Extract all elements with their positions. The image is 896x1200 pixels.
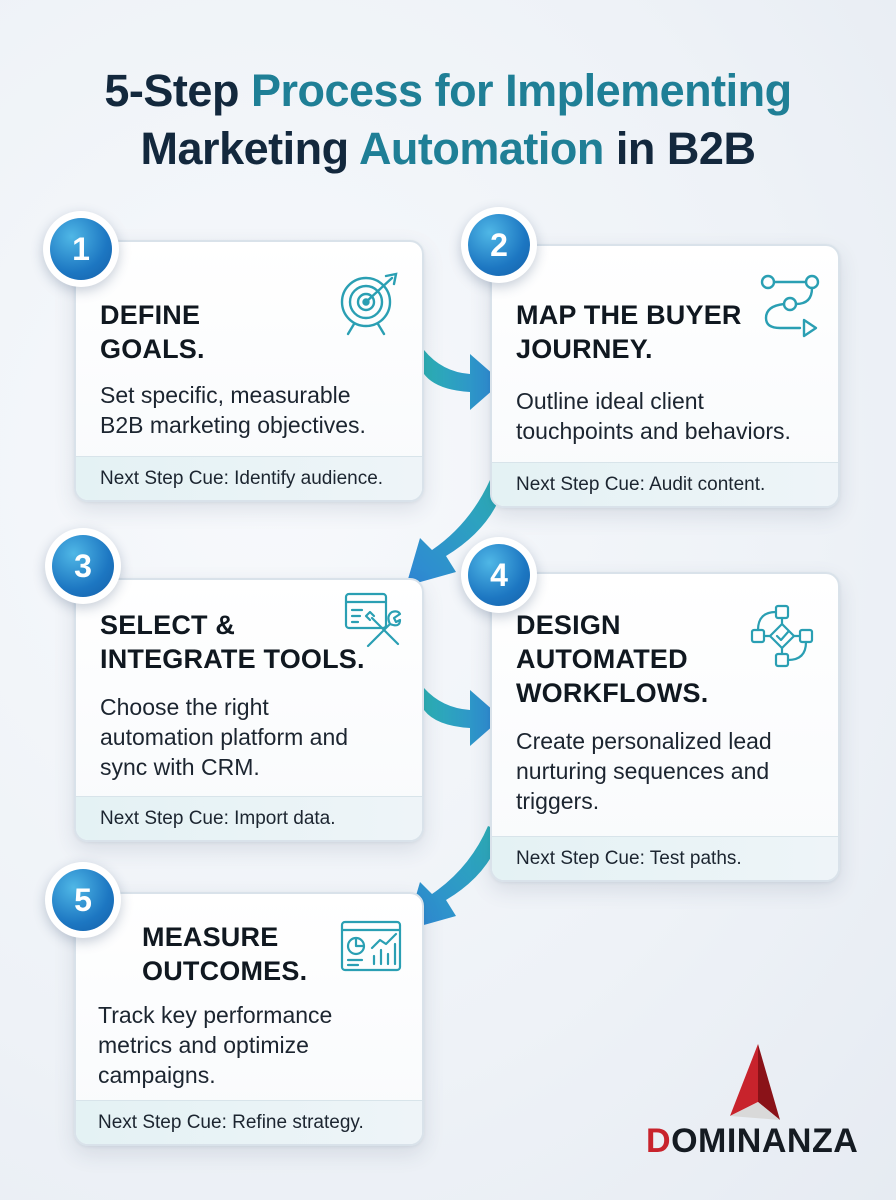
journey-path-icon	[760, 274, 820, 338]
arrow-step3-to-step4	[424, 688, 502, 746]
step-2-heading: MAP THE BUYER JOURNEY.	[516, 300, 742, 364]
step-5-description: Track key performance metrics and optimi…	[98, 1002, 333, 1088]
step-1-description: Set specific, measurable B2B marketing o…	[100, 382, 366, 438]
step-4-cue: Next Step Cue: Test paths.	[492, 836, 838, 880]
step-1-heading: DEFINE GOALS.	[100, 300, 205, 364]
dominanza-logo: DOMINANZA	[640, 1040, 870, 1170]
title-line-1: 5-Step Process for Implementing	[104, 65, 792, 116]
step-card-2: MAP THE BUYER JOURNEY. Outline ideal cli…	[490, 244, 840, 508]
arrow-step2-to-step3	[406, 480, 504, 586]
step-1-badge: 1	[43, 211, 119, 287]
step-card-1: DEFINE GOALS. Set specific, measurable B…	[74, 240, 424, 502]
page-title: 5-Step Process for Implementing Marketin…	[0, 62, 896, 178]
step-5-badge: 5	[45, 862, 121, 938]
step-2-badge: 2	[461, 207, 537, 283]
step-5-cue: Next Step Cue: Refine strategy.	[76, 1100, 422, 1144]
step-card-5: MEASURE OUTCOMES. Track key performance …	[74, 892, 424, 1146]
step-3-heading: SELECT & INTEGRATE TOOLS.	[100, 610, 365, 674]
logo-mark-icon	[730, 1044, 780, 1120]
step-3-cue: Next Step Cue: Import data.	[76, 796, 422, 840]
step-card-4: DESIGN AUTOMATED WORKFLOWS. Create perso…	[490, 572, 840, 882]
step-4-heading: DESIGN AUTOMATED WORKFLOWS.	[516, 610, 709, 708]
arrow-step1-to-step2	[424, 350, 502, 410]
step-5-heading: MEASURE OUTCOMES.	[142, 922, 308, 986]
step-4-description: Create personalized lead nurturing seque…	[516, 728, 772, 814]
tools-icon	[344, 592, 402, 648]
step-2-description: Outline ideal client touchpoints and beh…	[516, 388, 791, 444]
step-2-cue: Next Step Cue: Audit content.	[492, 462, 838, 506]
step-card-3: SELECT & INTEGRATE TOOLS. Choose the rig…	[74, 578, 424, 842]
logo-wordmark: DOMINANZA	[646, 1122, 859, 1160]
title-line-2: Marketing Automation in B2B	[140, 123, 756, 174]
arrow-step4-to-step5	[406, 826, 502, 930]
step-1-cue: Next Step Cue: Identify audience.	[76, 456, 422, 500]
workflow-icon	[750, 604, 814, 668]
analytics-icon	[340, 920, 402, 972]
step-4-badge: 4	[461, 537, 537, 613]
step-3-badge: 3	[45, 528, 121, 604]
target-icon	[340, 272, 398, 336]
step-3-description: Choose the right automation platform and…	[100, 694, 349, 780]
